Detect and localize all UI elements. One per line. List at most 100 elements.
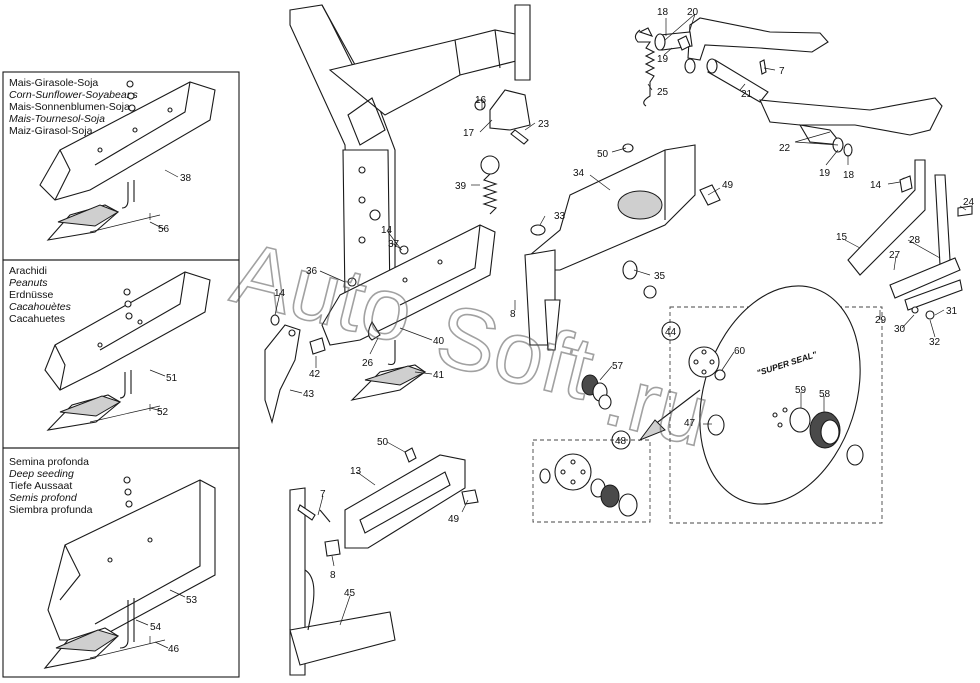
callout-21: 21 bbox=[741, 89, 753, 100]
callout-circle-44 bbox=[661, 321, 681, 341]
callout-38: 38 bbox=[180, 173, 192, 184]
detail-arrow bbox=[649, 389, 701, 429]
caption-line: Peanuts bbox=[9, 277, 48, 289]
callout-7: 7 bbox=[320, 489, 326, 500]
main-frame bbox=[289, 4, 531, 301]
callout-8: 8 bbox=[330, 570, 336, 581]
callout-34: 34 bbox=[573, 168, 585, 179]
callout-37: 37 bbox=[388, 239, 400, 250]
opener-body-38 bbox=[39, 81, 216, 209]
opener-body-51 bbox=[44, 271, 211, 399]
callout-40: 40 bbox=[433, 336, 445, 347]
callout-14: 14 bbox=[870, 180, 882, 191]
caption-line: Semina profonda bbox=[9, 456, 89, 468]
spring-39 bbox=[480, 155, 500, 215]
callout-57: 57 bbox=[612, 361, 624, 372]
callout-36: 36 bbox=[306, 266, 318, 277]
seed-shoe-52 bbox=[46, 288, 161, 431]
callout-42: 42 bbox=[309, 369, 321, 380]
callout-49: 49 bbox=[448, 514, 460, 525]
blade-43 bbox=[264, 314, 326, 425]
callout-19: 19 bbox=[819, 168, 831, 179]
caption-line: Tiefe Aussaat bbox=[9, 480, 72, 492]
callout-49: 49 bbox=[722, 180, 734, 191]
callout-59: 59 bbox=[795, 385, 807, 396]
caption-line: Mais-Girasole-Soja bbox=[9, 77, 98, 89]
opener-body-53 bbox=[47, 479, 216, 649]
caption-line: Corn-Sunflower-Soyabeans bbox=[9, 89, 139, 101]
callout-58: 58 bbox=[819, 389, 831, 400]
callout-8: 8 bbox=[510, 309, 516, 320]
bracket-13 bbox=[324, 447, 479, 557]
hub-detail-48 bbox=[539, 453, 638, 517]
variant-panel-deep-seeding bbox=[2, 447, 240, 678]
callout-15: 15 bbox=[836, 232, 848, 243]
callout-27: 27 bbox=[889, 250, 901, 261]
caption-line: Erdnüsse bbox=[9, 289, 54, 301]
caption-line: Siembra profunda bbox=[9, 504, 93, 516]
detail-arrowhead bbox=[638, 419, 666, 442]
callout-51: 51 bbox=[166, 373, 178, 384]
callout-18: 18 bbox=[657, 7, 669, 18]
callout-43: 43 bbox=[303, 389, 315, 400]
callout-44: 44 bbox=[665, 327, 677, 338]
callout-52: 52 bbox=[157, 407, 169, 418]
fasteners bbox=[297, 27, 913, 521]
callout-32: 32 bbox=[929, 337, 941, 348]
seed-shoe-56 bbox=[46, 80, 161, 241]
opener-body-37 bbox=[321, 224, 496, 366]
caption-line: Cacahuetes bbox=[9, 313, 65, 325]
callout-50: 50 bbox=[597, 149, 609, 160]
caption-line: Mais-Tournesol-Soja bbox=[9, 113, 105, 125]
caption-line: Deep seeding bbox=[9, 468, 74, 480]
leader-lines bbox=[135, 13, 967, 649]
callout-29: 29 bbox=[875, 315, 887, 326]
hub-detail-box-48 bbox=[532, 439, 651, 523]
linkage-arm-22 bbox=[759, 97, 943, 157]
callouts: 18 20 19 7 25 21 22 19 18 16 17 23 50 34… bbox=[150, 7, 975, 655]
callout-26: 26 bbox=[362, 358, 374, 369]
caption-line: Semis profond bbox=[9, 492, 78, 504]
seed-shoe-46 bbox=[43, 476, 166, 669]
caption-line: Cacahouètes bbox=[9, 301, 72, 313]
callout-22: 22 bbox=[779, 143, 791, 154]
callout-54: 54 bbox=[150, 622, 162, 633]
caption-line: Mais-Sonnenblumen-Soja bbox=[9, 101, 130, 113]
bearing-57 bbox=[581, 374, 612, 410]
callout-33: 33 bbox=[554, 211, 566, 222]
blade-holder-45 bbox=[289, 487, 396, 676]
callout-56: 56 bbox=[158, 224, 170, 235]
callout-53: 53 bbox=[186, 595, 198, 606]
bracket-assembly-15 bbox=[847, 159, 973, 320]
callout-48: 48 bbox=[615, 436, 627, 447]
variant-panels: Mais-Girasole-Soja Corn-Sunflower-Soyabe… bbox=[2, 71, 240, 678]
callout-18: 18 bbox=[843, 170, 855, 181]
callout-31: 31 bbox=[946, 306, 958, 317]
callout-16: 16 bbox=[475, 95, 487, 106]
callout-20: 20 bbox=[687, 7, 699, 18]
bracket-17 bbox=[474, 89, 531, 145]
caption-line: Maiz-Girasol-Soja bbox=[9, 125, 93, 137]
callout-47: 47 bbox=[684, 418, 696, 429]
callout-50: 50 bbox=[377, 437, 389, 448]
callout-28: 28 bbox=[909, 235, 921, 246]
callout-14: 14 bbox=[381, 225, 393, 236]
callout-39: 39 bbox=[455, 181, 467, 192]
callout-25: 25 bbox=[657, 87, 669, 98]
disc-29: "SUPER SEAL" bbox=[688, 285, 864, 505]
callout-46: 46 bbox=[168, 644, 180, 655]
callout-24: 24 bbox=[963, 197, 975, 208]
callout-30: 30 bbox=[894, 324, 906, 335]
arm-34 bbox=[524, 143, 721, 351]
callout-7: 7 bbox=[779, 66, 785, 77]
callout-60: 60 bbox=[734, 346, 746, 357]
shoe-41 bbox=[350, 364, 427, 401]
callout-13: 13 bbox=[350, 466, 362, 477]
callout-circle-48 bbox=[611, 430, 631, 450]
callout-14: 14 bbox=[274, 288, 286, 299]
spring-25 bbox=[634, 29, 656, 107]
callout-35: 35 bbox=[654, 271, 666, 282]
callout-17: 17 bbox=[463, 128, 475, 139]
callout-45: 45 bbox=[344, 588, 356, 599]
